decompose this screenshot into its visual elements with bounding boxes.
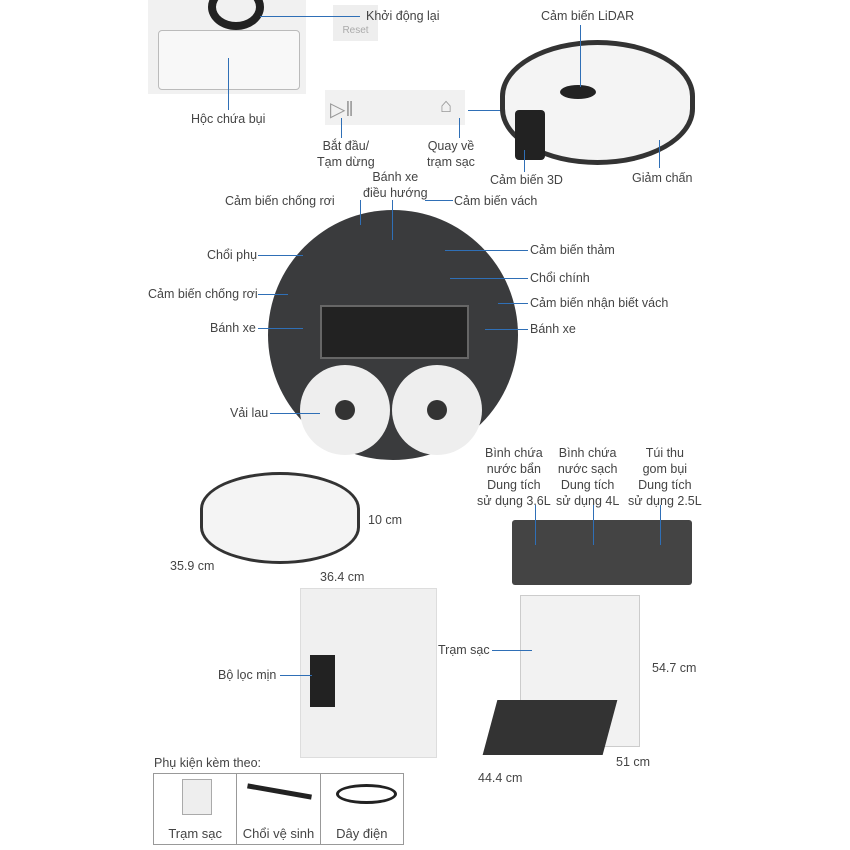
label-cliff-top: Cảm biến chống rơi (225, 194, 335, 208)
label-wheel-right: Bánh xe (530, 322, 576, 336)
station-depth: 51 cm (616, 755, 651, 769)
label-cliff-left: Cảm biến chống rơi (148, 287, 258, 301)
robot-dimension-view (200, 472, 360, 564)
label-wall-detect: Cảm biến nhận biết vách (530, 296, 669, 310)
accessories-table: Trạm sạc Chổi vệ sinh Dây điện (153, 773, 404, 845)
lidar-top (208, 0, 264, 30)
label-carpet-sensor: Cảm biến thảm (530, 243, 615, 257)
station-height: 54.7 cm (652, 661, 697, 675)
accessories-title: Phụ kiện kèm theo: (154, 756, 262, 770)
accessory-cable: Dây điện (321, 774, 403, 844)
label-main-brush: Chổi chính (530, 271, 590, 285)
dustbin-lid (158, 30, 300, 90)
station-ramp (482, 700, 618, 755)
label-wheel-left: Bánh xe (210, 321, 256, 335)
label-3d-sensor: Cảm biến 3D (490, 173, 563, 187)
fine-filter (310, 655, 335, 707)
accessory-label: Chổi vệ sinh (242, 826, 315, 841)
main-brush (320, 305, 469, 359)
mop-hub (427, 400, 447, 420)
label-reset: Khởi động lại (366, 9, 440, 23)
accessory-brush: Chổi vệ sinh (237, 774, 321, 844)
station-width: 44.4 cm (478, 771, 523, 785)
station-top-tanks (512, 520, 692, 585)
robot-3d-sensor (515, 110, 545, 160)
accessory-label: Trạm sạc (168, 826, 223, 841)
robot-height: 10 cm (368, 513, 403, 527)
robot-lidar (560, 85, 596, 99)
label-start-pause: Bắt đầu/Tạm dừng (317, 139, 375, 169)
home-charge-icon[interactable]: ⌂ (440, 95, 453, 117)
label-filter: Bộ lọc mịn (218, 668, 277, 682)
robot-depth: 35.9 cm (170, 559, 215, 573)
play-pause-icon[interactable]: ▷‖ (330, 99, 354, 121)
mop-hub (335, 400, 355, 420)
label-station: Trạm sạc (438, 643, 490, 657)
reset-photo[interactable]: Reset (333, 5, 378, 41)
robot-width: 36.4 cm (320, 570, 365, 584)
label-mop: Vải lau (230, 406, 269, 420)
label-dustbin: Hộc chứa bụi (191, 112, 266, 126)
label-wall-sensor: Cảm biến vách (454, 194, 538, 208)
label-side-brush: Chổi phụ (207, 248, 258, 262)
accessory-station: Trạm sạc (154, 774, 238, 844)
accessory-label: Dây điện (336, 826, 388, 841)
label-bumper: Giảm chấn (632, 171, 693, 185)
label-lidar: Cảm biến LiDAR (541, 9, 635, 23)
control-panel (325, 90, 465, 125)
